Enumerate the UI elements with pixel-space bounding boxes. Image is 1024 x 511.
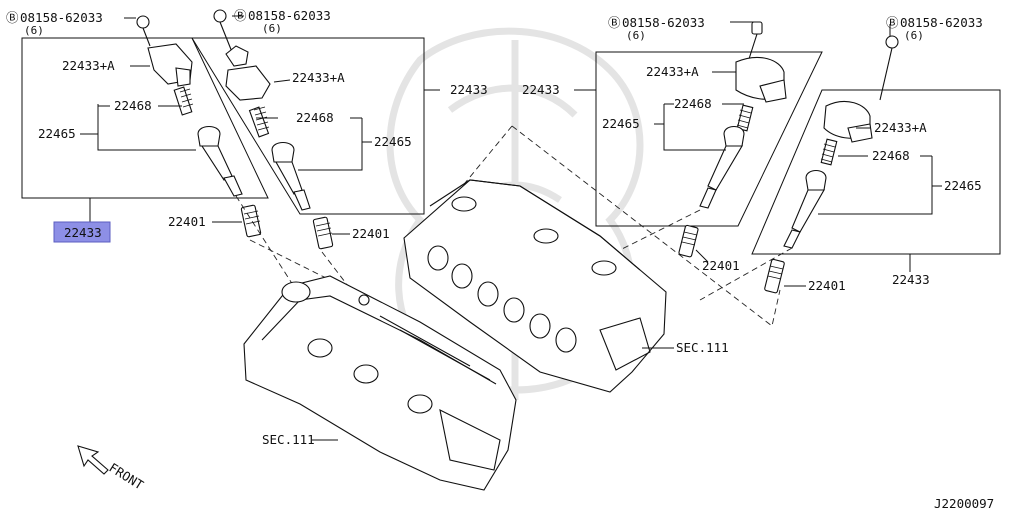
front-direction-arrow xyxy=(77,445,109,475)
label-coil-a-left-1[interactable]: 22433+A xyxy=(62,58,115,73)
label-section-front-head[interactable]: SEC.111 xyxy=(262,432,315,447)
label-coil-assy-right-1[interactable]: 22433 xyxy=(522,82,560,97)
label-spring-left-2[interactable]: 22468 xyxy=(296,110,334,125)
left-coil-group xyxy=(21,9,441,407)
label-coil-assy-left-2[interactable]: 22433 xyxy=(450,82,488,97)
spark-plug-right-1 xyxy=(678,224,709,263)
label-coil-assy-right-2[interactable]: 22433 xyxy=(892,272,930,287)
label-boot-right-1[interactable]: 22465 xyxy=(602,116,640,131)
label-spring-right-2[interactable]: 22468 xyxy=(872,148,910,163)
right-lower-frame xyxy=(751,89,1001,255)
label-coil-a-left-2[interactable]: 22433+A xyxy=(292,70,345,85)
spark-plug-right-2 xyxy=(764,258,806,294)
label-boot-right-2[interactable]: 22465 xyxy=(944,178,982,193)
left-outer-frame xyxy=(21,37,269,199)
label-spring-left-1[interactable]: 22468 xyxy=(114,98,152,113)
bolt-callout-3-prefix: Ⓑ xyxy=(608,15,621,30)
left-inner-frame xyxy=(191,37,425,215)
label-boot-left-2[interactable]: 22465 xyxy=(374,134,412,149)
bolt-callout-4-qty: (6) xyxy=(904,29,924,42)
bolt-callout-3-qty: (6) xyxy=(626,29,646,42)
bolt-callout-1-part[interactable]: 08158-62033 xyxy=(20,10,103,25)
label-spring-right-1[interactable]: 22468 xyxy=(674,96,712,111)
label-coil-assy-highlighted[interactable]: 22433 xyxy=(64,225,102,240)
label-section-rear-head[interactable]: SEC.111 xyxy=(676,340,729,355)
bolt-callout-1-qty: (6) xyxy=(24,24,44,37)
ignition-coil-left-2 xyxy=(213,9,311,211)
front-direction-label: FRONT xyxy=(106,460,146,493)
bolt-callout-4-prefix: Ⓑ xyxy=(886,15,899,30)
right-upper-frame xyxy=(595,51,823,227)
cylinder-head-front xyxy=(243,275,517,491)
diagram-id: J2200097 xyxy=(934,496,994,511)
label-boot-left-1[interactable]: 22465 xyxy=(38,126,76,141)
ignition-coil-right-1 xyxy=(699,21,787,209)
bolt-callout-2-part[interactable]: 08158-62033 xyxy=(248,8,331,23)
spark-plug-left-1 xyxy=(212,204,262,238)
highlight-22433-box[interactable] xyxy=(53,221,111,243)
right-coil-group xyxy=(417,21,1001,327)
label-spark-plug-right-2[interactable]: 22401 xyxy=(808,278,846,293)
label-spark-plug-left-1[interactable]: 22401 xyxy=(168,214,206,229)
bolt-callout-1-prefix: Ⓑ xyxy=(6,10,19,25)
bolt-callout-2-qty: (6) xyxy=(262,22,282,35)
ignition-coil-left-1 xyxy=(136,15,243,197)
bolt-callout-3-part[interactable]: 08158-62033 xyxy=(622,15,705,30)
label-coil-a-right-2[interactable]: 22433+A xyxy=(874,120,927,135)
cylinder-head-rear xyxy=(403,179,674,393)
spark-plug-left-2 xyxy=(312,216,350,250)
bolt-callout-4-part[interactable]: 08158-62033 xyxy=(900,15,983,30)
label-spark-plug-left-2[interactable]: 22401 xyxy=(352,226,390,241)
ignition-coil-right-2 xyxy=(783,35,899,249)
label-coil-a-right-1[interactable]: 22433+A xyxy=(646,64,699,79)
bolt-callout-2-prefix: Ⓑ xyxy=(234,8,247,23)
label-spark-plug-right-1[interactable]: 22401 xyxy=(702,258,740,273)
